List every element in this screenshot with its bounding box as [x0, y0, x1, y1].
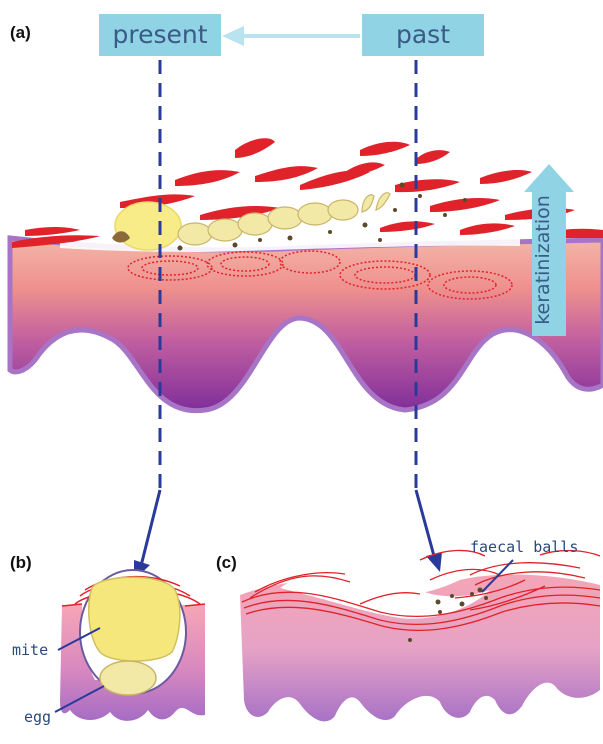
- arrow-to-b: [141, 490, 160, 566]
- mite-label: mite: [12, 641, 48, 659]
- past-label: past: [396, 20, 450, 49]
- faecal-balls-label: faecal balls: [470, 538, 578, 556]
- skin-section: [10, 238, 603, 411]
- inset-b-mite: [89, 577, 180, 661]
- arrow-to-c: [416, 490, 434, 556]
- time-arrow: [222, 26, 360, 46]
- panel-label-c: (c): [216, 553, 237, 572]
- panel-label-a: (a): [10, 23, 31, 42]
- mite-a: [115, 202, 181, 250]
- egg-label: egg: [24, 708, 51, 726]
- inset-b-egg: [100, 661, 156, 695]
- present-label: present: [112, 20, 207, 49]
- panel-label-b: (b): [10, 553, 32, 572]
- keratinization-label: keratinization: [532, 195, 554, 325]
